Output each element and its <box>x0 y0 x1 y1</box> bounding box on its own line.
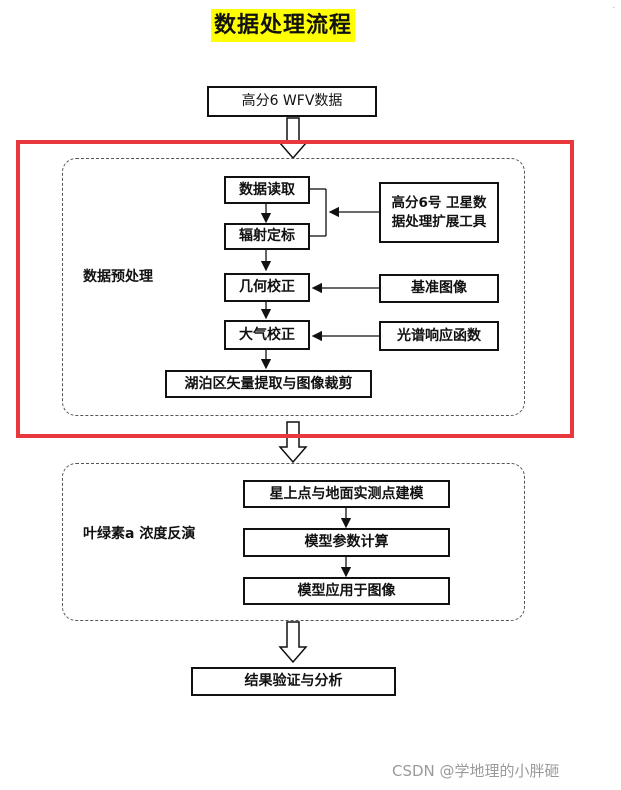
tool-bracket <box>310 188 327 237</box>
page-title: 数据处理流程 <box>211 9 355 42</box>
hollow-arrow-3 <box>278 621 308 664</box>
input-gf6-tool: 高分6号 卫星数据处理扩展工具 <box>379 182 499 243</box>
input-reference-image: 基准图像 <box>379 274 499 303</box>
result-node: 结果验证与分析 <box>191 667 396 696</box>
step-lake-clip: 湖泊区矢量提取与图像裁剪 <box>165 370 372 398</box>
step-apply-model: 模型应用于图像 <box>243 577 450 605</box>
inversion-label: 叶绿素a 浓度反演 <box>83 526 196 542</box>
corner-mark: ⸱ <box>612 3 615 14</box>
step-geometric-correction: 几何校正 <box>224 273 310 302</box>
preprocessing-group <box>62 158 525 416</box>
step-atmospheric-correction: 大气校正 <box>224 320 310 350</box>
highlight-frame <box>16 140 574 438</box>
step-data-read: 数据读取 <box>224 176 310 204</box>
preprocessing-label: 数据预处理 <box>83 269 153 285</box>
step-model-parameters: 模型参数计算 <box>243 528 450 557</box>
watermark: CSDN @学地理的小胖砸 <box>392 762 560 780</box>
step-radiometric-calibration: 辐射定标 <box>224 223 310 250</box>
inversion-group <box>62 463 525 621</box>
source-node: 高分6 WFV数据 <box>207 86 377 117</box>
hollow-arrow-2 <box>278 421 308 464</box>
input-spectral-response: 光谱响应函数 <box>379 321 499 351</box>
step-point-modeling: 星上点与地面实测点建模 <box>243 480 450 508</box>
